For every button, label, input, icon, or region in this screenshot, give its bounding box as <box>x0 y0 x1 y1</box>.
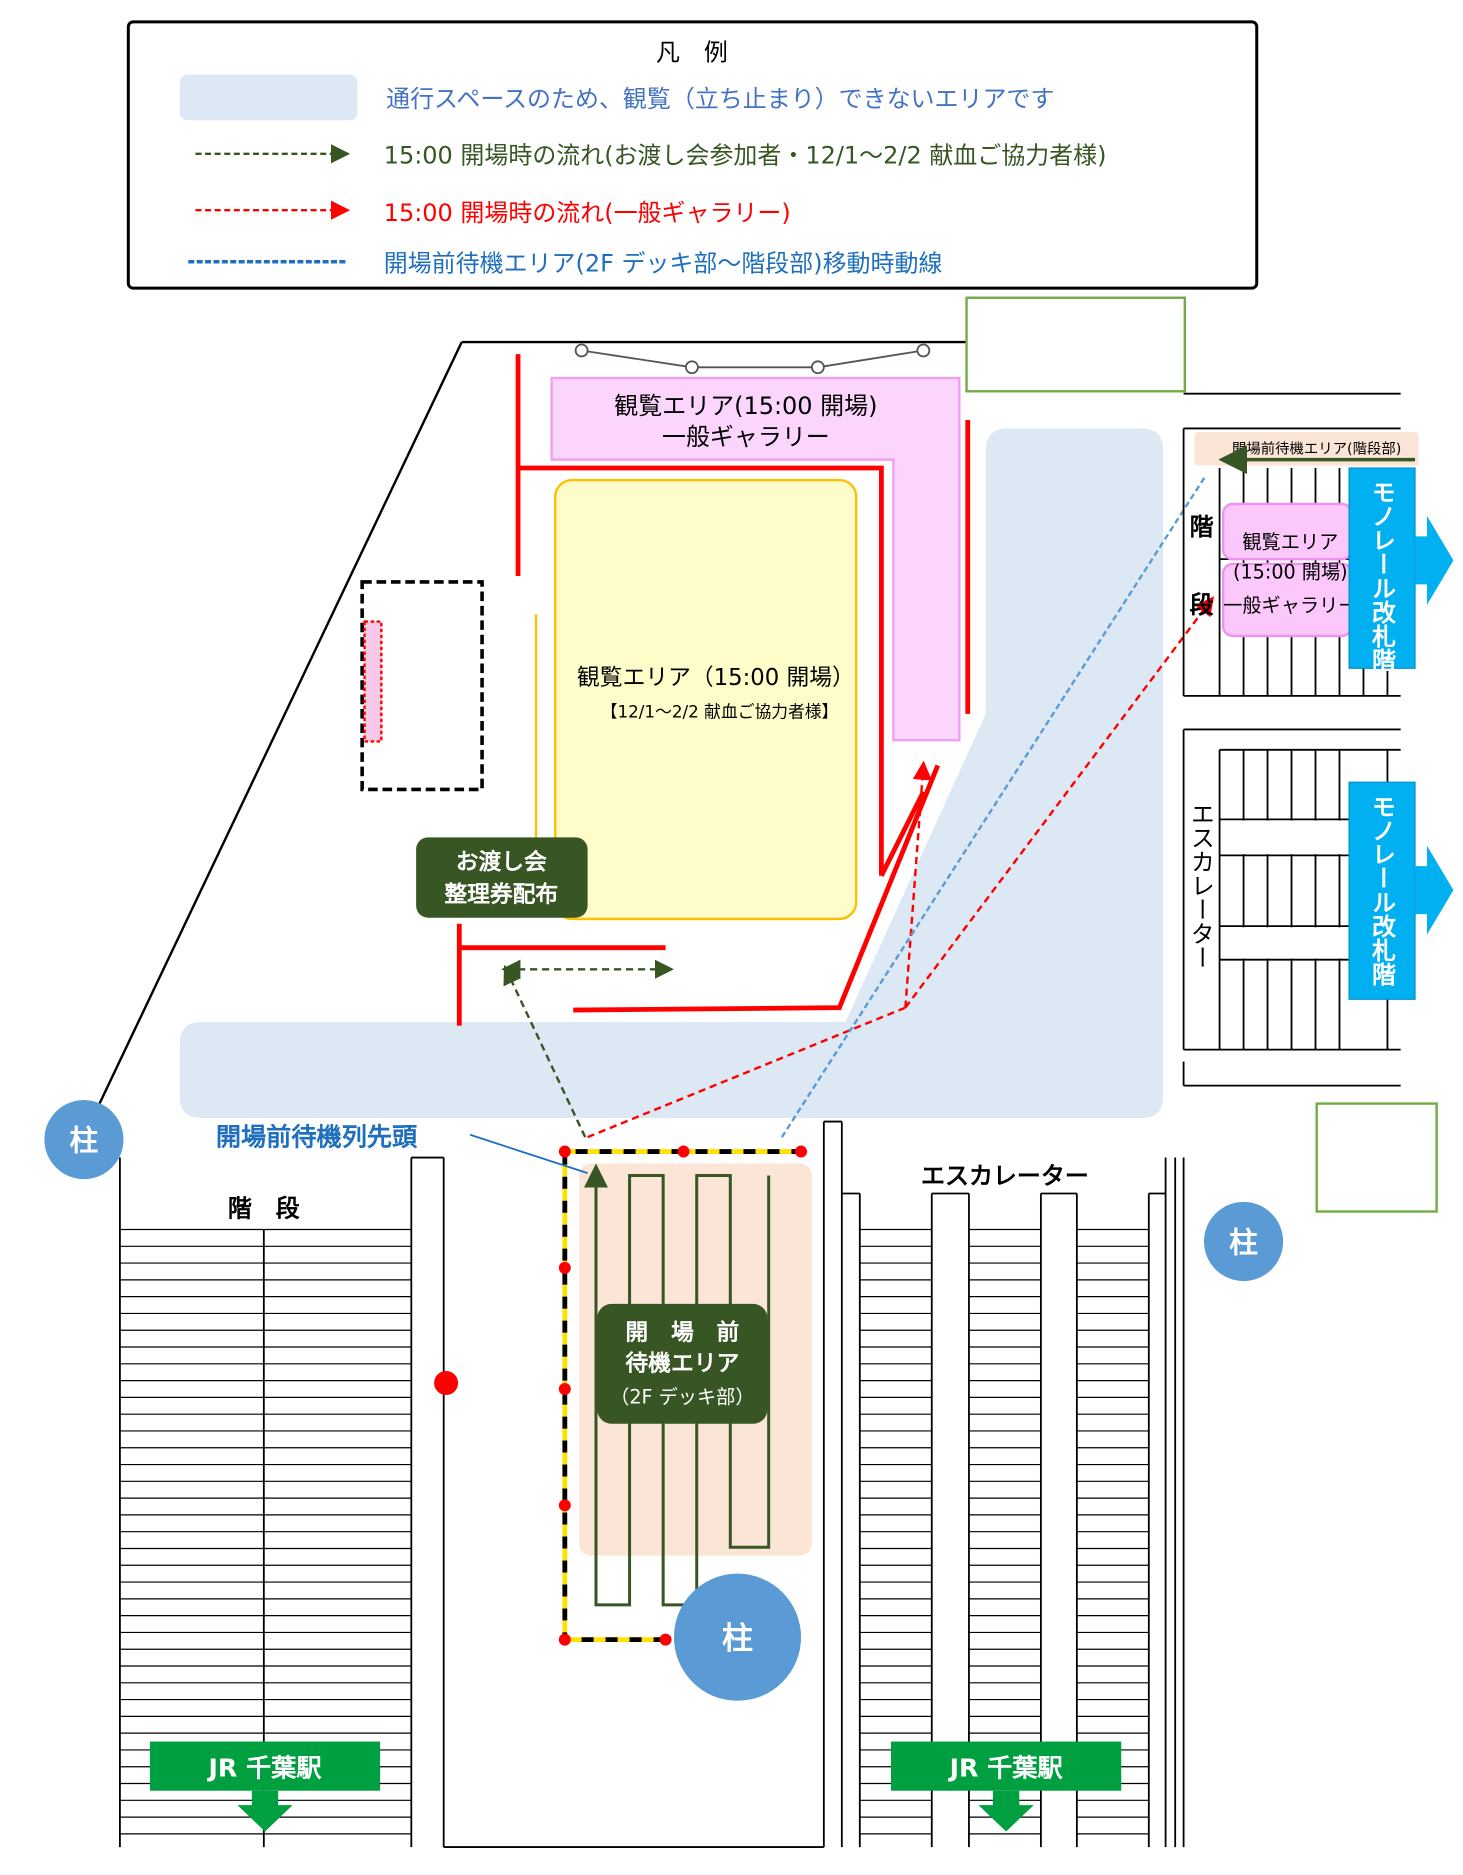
gallery-area-subtitle: 一般ギャラリー <box>662 423 830 451</box>
pillar-label: 柱 <box>1229 1225 1258 1259</box>
legend-no-stop-label: 通行スペースのため、観覧（立ち止まり）できないエリアです <box>386 85 1054 113</box>
queue-path <box>594 1173 771 1607</box>
legend-green-label: 15:00 開場時の流れ(お渡し会参加者・12/1～2/2 献血ご協力者様) <box>384 141 1107 169</box>
pillar-label: 柱 <box>722 1621 753 1657</box>
arrow-right-icon <box>1415 515 1454 605</box>
stage-marker <box>363 620 383 743</box>
green-box-right <box>1315 1102 1438 1213</box>
stair-gallery-line2: (15:00 開場) <box>1233 560 1348 583</box>
plaza-outline <box>98 340 967 1105</box>
ticket-box-line2: 整理券配布 <box>444 881 558 908</box>
monorail-gate-upper[interactable]: モノレール改札階 <box>1348 467 1454 672</box>
stair-gallery-line3: 一般ギャラリー <box>1223 594 1357 617</box>
legend-red-label: 15:00 開場時の流れ(一般ギャラリー) <box>384 199 791 227</box>
arrow-right-icon <box>1415 845 1454 935</box>
pillar-right: 柱 <box>1203 1201 1284 1282</box>
stair-wait-label: 開場前待機エリア(階段部) <box>1232 441 1401 458</box>
legend-blue-label: 開場前待機エリア(2F デッキ部～階段部)移動時動線 <box>384 249 943 277</box>
legend-no-stop-swatch <box>179 74 358 121</box>
arrow-down-icon <box>978 1790 1034 1832</box>
monorail-label-upper: モノレール改札階 <box>1367 480 1396 672</box>
wait-area-line1: 開 場 前 <box>625 1319 739 1346</box>
monorail-gate-lower[interactable]: モノレール改札階 <box>1348 781 1454 1000</box>
rope-barrier <box>574 343 931 375</box>
dashed-zone <box>360 580 484 792</box>
pillar-label: 柱 <box>70 1123 99 1157</box>
general-gallery-area <box>550 376 961 742</box>
donor-area-title: 観覧エリア（15:00 開場） <box>577 665 855 691</box>
jr-chiba-sign-left[interactable]: JR 千葉駅 <box>149 1741 381 1832</box>
barrier-lines <box>456 354 971 1026</box>
pillar-left: 柱 <box>44 1099 124 1180</box>
bottom-escalator <box>841 1157 1185 1848</box>
legend: 凡 例 通行スペースのため、観覧（立ち止まり）できないエリアです 15:00 開… <box>126 20 1259 290</box>
gallery-area-title: 観覧エリア(15:00 開場) <box>614 392 877 420</box>
jr-label: JR 千葉駅 <box>207 1753 323 1782</box>
escalator-band <box>1220 927 1348 959</box>
donor-area-subtitle: 【12/1～2/2 献血ご協力者様】 <box>601 701 839 721</box>
escalator-vertical-label: エスカレーター <box>1186 801 1214 969</box>
wait-area-label-box <box>597 1303 768 1424</box>
arrow-down-icon <box>237 1790 293 1832</box>
stairs-bottom-label: 階 段 <box>228 1194 300 1222</box>
left-stair-steps <box>119 1228 412 1835</box>
pillar-center: 柱 <box>673 1573 802 1701</box>
wait-area-line3: （2F デッキ部） <box>610 1385 754 1408</box>
jr-label: JR 千葉駅 <box>948 1753 1064 1782</box>
legend-title: 凡 例 <box>656 38 728 66</box>
ticket-box-line1: お渡し会 <box>456 849 547 876</box>
left-stairs <box>119 1120 843 1848</box>
wait-area-line2: 待機エリア <box>625 1350 739 1377</box>
jr-chiba-sign-right[interactable]: JR 千葉駅 <box>890 1741 1122 1832</box>
queue-head-label: 開場前待機列先頭 <box>216 1123 418 1152</box>
donor-viewing-area <box>554 478 858 921</box>
queue-head-pointer <box>469 1133 588 1174</box>
stair-label-2: 段 <box>1190 591 1214 619</box>
no-stop-zone <box>179 428 1164 1118</box>
stanchions <box>434 1145 808 1646</box>
stair-wait-area <box>1194 432 1419 466</box>
stair-gallery-line1: 観覧エリア <box>1242 530 1338 553</box>
escalator-bottom-label: エスカレーター <box>921 1162 1089 1190</box>
green-box-top <box>965 296 1186 393</box>
monorail-label-lower: モノレール改札階 <box>1367 794 1396 986</box>
ticket-distribution-box <box>416 837 588 918</box>
escalator-band <box>1220 820 1348 855</box>
stair-label-1: 階 <box>1190 513 1214 541</box>
flow-arrows <box>501 475 1215 1139</box>
